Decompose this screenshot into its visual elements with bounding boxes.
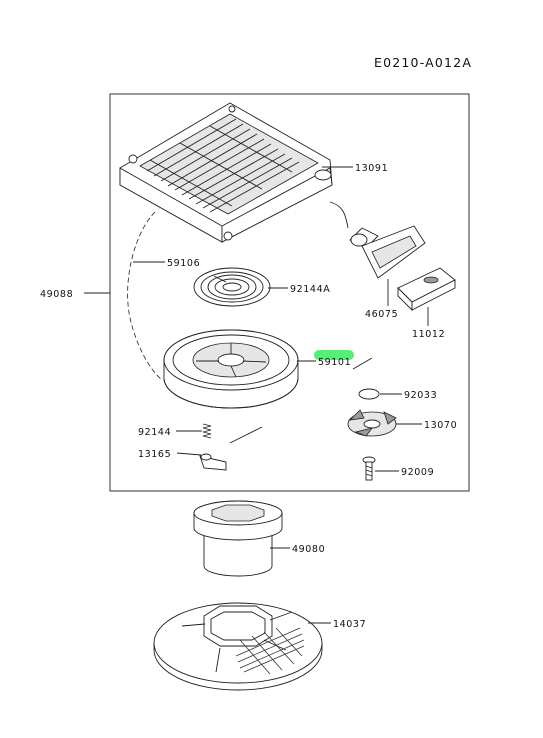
label-13091[interactable]: 13091 xyxy=(355,163,388,174)
label-49088[interactable]: 49088 xyxy=(40,289,73,300)
starter-reel[interactable] xyxy=(163,329,299,409)
cover-plate[interactable] xyxy=(153,602,323,691)
label-92144[interactable]: 92144 xyxy=(138,427,171,438)
ratchet[interactable] xyxy=(347,409,397,437)
assembly-guide-line xyxy=(352,357,373,370)
label-49080[interactable]: 49080 xyxy=(292,544,325,555)
washer[interactable] xyxy=(358,388,380,400)
pawl-spring[interactable] xyxy=(202,423,212,439)
highlight-marker xyxy=(314,350,354,360)
starter-handle[interactable] xyxy=(349,225,426,279)
label-92033[interactable]: 92033 xyxy=(404,390,437,401)
recoil-spring[interactable] xyxy=(193,267,271,307)
starter-rope[interactable] xyxy=(127,211,163,381)
assembly-frame xyxy=(109,93,470,492)
starter-cup[interactable] xyxy=(193,500,283,577)
label-13165[interactable]: 13165 xyxy=(138,449,171,460)
starter-housing[interactable] xyxy=(119,102,349,243)
label-14037[interactable]: 14037 xyxy=(333,619,366,630)
label-13070[interactable]: 13070 xyxy=(424,420,457,431)
label-59106[interactable]: 59106 xyxy=(167,258,200,269)
leader-13165 xyxy=(176,452,202,456)
label-59101[interactable]: 59101 xyxy=(318,357,351,368)
label-46075[interactable]: 46075 xyxy=(365,309,398,320)
screw[interactable] xyxy=(362,456,376,481)
label-92009[interactable]: 92009 xyxy=(401,467,434,478)
label-11012[interactable]: 11012 xyxy=(412,329,445,340)
label-92144A[interactable]: 92144A xyxy=(290,284,330,295)
handle-grip[interactable] xyxy=(397,267,456,312)
pawl[interactable] xyxy=(199,453,227,471)
diagram-code: E0210-A012A xyxy=(374,55,472,70)
assembly-guide-line-2 xyxy=(229,426,263,444)
